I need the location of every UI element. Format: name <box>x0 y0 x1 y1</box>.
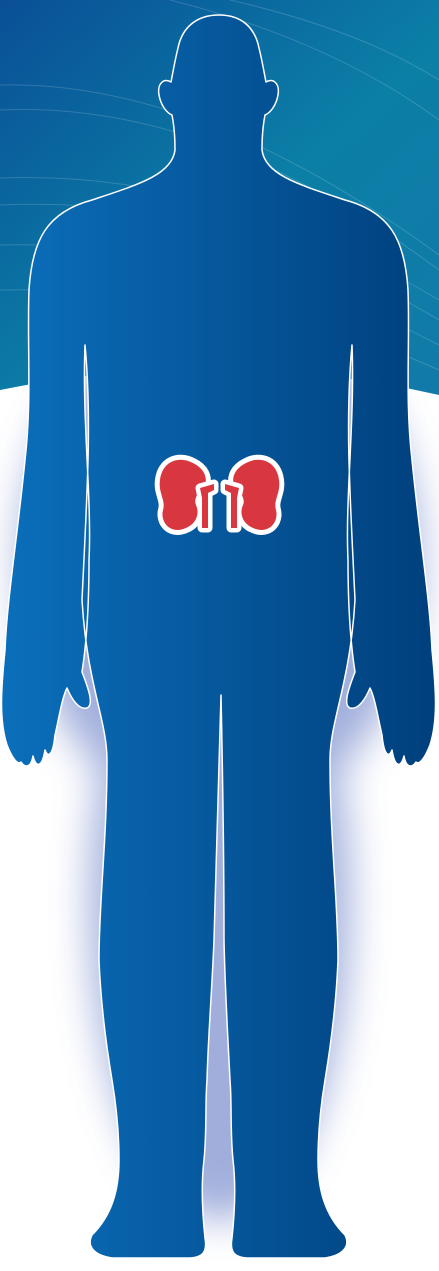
right-kidney <box>225 460 279 530</box>
left-kidney <box>160 460 214 530</box>
